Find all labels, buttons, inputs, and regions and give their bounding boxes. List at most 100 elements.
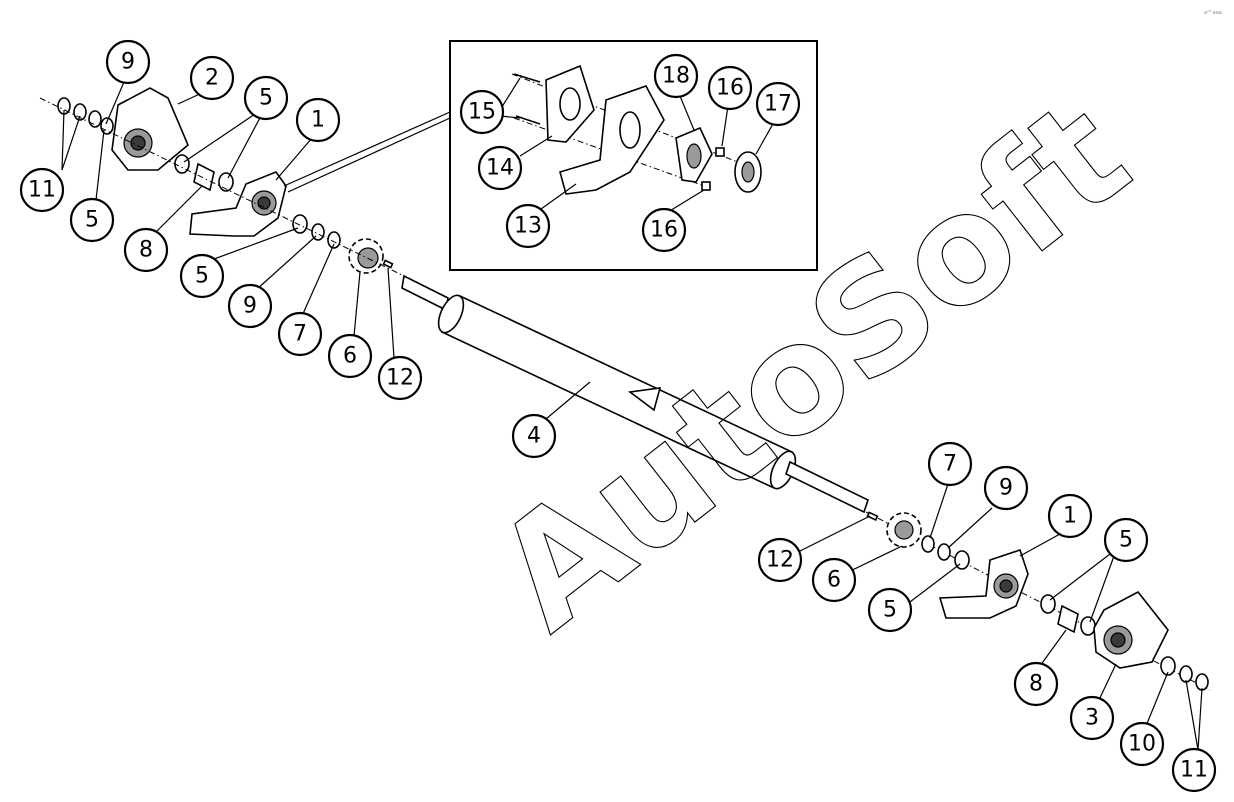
callout-5: 5 xyxy=(243,75,289,121)
leader-line xyxy=(947,507,993,549)
leader-line xyxy=(205,227,299,263)
washer-part xyxy=(88,110,102,128)
callout-5: 5 xyxy=(1103,517,1149,563)
washer-part xyxy=(218,172,234,192)
leader-line xyxy=(901,563,961,609)
bolt-part-15 xyxy=(513,73,541,83)
washer-part xyxy=(937,543,951,561)
callout-11: 11 xyxy=(1171,747,1217,793)
callout-9: 9 xyxy=(983,465,1029,511)
callout-label: 5 xyxy=(259,86,273,111)
bracket-hole xyxy=(619,111,641,149)
callout-1: 1 xyxy=(295,97,341,143)
leader-line xyxy=(539,381,591,425)
right-assembly xyxy=(865,511,1211,691)
bearing-bore xyxy=(741,161,755,183)
callout-16: 16 xyxy=(707,65,753,111)
callout-8: 8 xyxy=(123,227,169,273)
roller-end-cap xyxy=(437,294,465,334)
callout-9: 9 xyxy=(227,283,273,329)
callout-12: 12 xyxy=(757,537,803,583)
leader-line xyxy=(1097,663,1117,703)
callout-label: 9 xyxy=(121,50,135,75)
washer-part xyxy=(292,214,308,234)
leader-line xyxy=(1049,553,1111,601)
callout-6: 6 xyxy=(327,333,373,379)
callout-6: 6 xyxy=(811,557,857,603)
roller-break xyxy=(627,387,662,412)
callout-label: 2 xyxy=(205,66,219,91)
callout-11: 11 xyxy=(19,167,65,213)
callout-12: 12 xyxy=(377,355,423,401)
callout-label: 6 xyxy=(343,344,357,369)
nut-part-16 xyxy=(701,181,711,191)
callout-label: 14 xyxy=(486,156,514,181)
callout-label: 7 xyxy=(293,322,307,347)
callout-label: 16 xyxy=(650,218,678,243)
callout-label: 10 xyxy=(1128,732,1156,757)
flange-bore xyxy=(686,143,702,169)
leader-line xyxy=(387,267,395,359)
callout-label: 6 xyxy=(827,568,841,593)
bearing-housing-part-3 xyxy=(1093,590,1169,669)
callout-label: 8 xyxy=(139,238,153,263)
key-part-12 xyxy=(382,259,394,269)
axis-line xyxy=(39,97,405,277)
bracket-part-13 xyxy=(559,85,665,195)
bracket-bearing-core xyxy=(257,196,271,210)
callout-9: 9 xyxy=(105,39,151,85)
nut-part-16 xyxy=(715,147,725,157)
leader-line xyxy=(789,515,871,557)
leader-line xyxy=(1039,629,1067,667)
leader-line xyxy=(61,109,65,171)
callout-label: 13 xyxy=(514,214,542,239)
callout-2: 2 xyxy=(189,55,235,101)
callout-label: 5 xyxy=(195,264,209,289)
callout-10: 10 xyxy=(1119,721,1165,767)
callout-label: 18 xyxy=(662,64,690,89)
leader-line xyxy=(1089,555,1115,623)
callout-label: 11 xyxy=(28,178,56,203)
shaft-end-left xyxy=(401,274,449,312)
callout-13: 13 xyxy=(505,203,551,249)
callout-label: 17 xyxy=(764,92,792,117)
callout-16: 16 xyxy=(641,207,687,253)
leader-line xyxy=(183,111,259,163)
callout-8: 8 xyxy=(1013,661,1059,707)
callout-label: 9 xyxy=(243,294,257,319)
callout-3: 3 xyxy=(1069,695,1115,741)
bolt-part-15 xyxy=(515,115,541,125)
washer-part xyxy=(921,535,935,553)
leader-line xyxy=(499,77,521,111)
callout-label: 3 xyxy=(1085,706,1099,731)
plate-hole xyxy=(559,87,581,121)
bracket-part-1 xyxy=(938,548,1029,619)
callout-label: 4 xyxy=(527,424,541,449)
washer-part xyxy=(1195,673,1209,691)
axis-line xyxy=(865,511,1211,691)
corner-mark: a²² aaa xyxy=(1204,10,1222,16)
leader-line xyxy=(1185,679,1199,751)
leader-line xyxy=(929,483,949,539)
callout-label: 9 xyxy=(999,476,1013,501)
leader-line xyxy=(105,81,125,125)
leader-line xyxy=(301,243,335,317)
callout-label: 8 xyxy=(1029,672,1043,697)
leader-line xyxy=(151,185,203,237)
callout-17: 17 xyxy=(755,81,801,127)
leader-line xyxy=(227,113,263,179)
callout-5: 5 xyxy=(867,587,913,633)
bracket-part-1 xyxy=(189,171,287,237)
leader-line xyxy=(755,121,775,155)
washer-part xyxy=(327,231,341,249)
leader-line xyxy=(721,105,729,147)
callout-label: 5 xyxy=(883,598,897,623)
callout-14: 14 xyxy=(477,145,523,191)
housing-bearing-core xyxy=(130,135,146,151)
left-assembly xyxy=(39,87,405,277)
washer-part xyxy=(1179,665,1193,683)
callout-label: 5 xyxy=(1119,528,1133,553)
inset-pointer-line xyxy=(283,111,451,187)
callout-4: 4 xyxy=(511,413,557,459)
